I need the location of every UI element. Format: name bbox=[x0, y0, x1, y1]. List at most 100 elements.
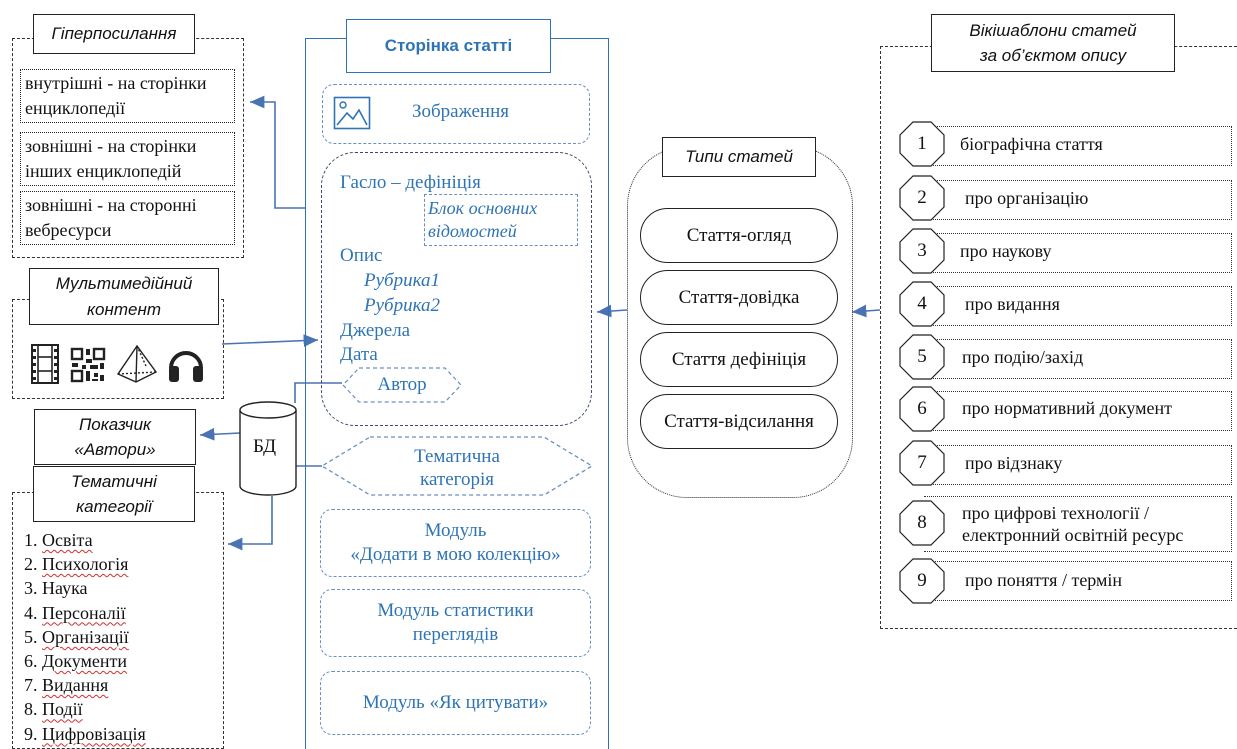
module-cite[interactable]: Модуль «Як цитувати» bbox=[320, 671, 591, 735]
module-statistics: Модуль статистики переглядів bbox=[320, 589, 591, 657]
authors-index-line1: Показчик bbox=[78, 415, 152, 434]
category-item-label: Освіта bbox=[42, 530, 93, 550]
category-item-label: Наука bbox=[42, 578, 88, 599]
template-label-9: про поняття / термін bbox=[965, 570, 1123, 590]
module-stats-line1: Модуль статистики bbox=[377, 600, 534, 621]
module-collection[interactable]: Модуль «Додати в мою колекцію» bbox=[320, 509, 591, 577]
qr-code-icon bbox=[70, 347, 106, 383]
headphones-icon bbox=[169, 351, 203, 382]
category-item: 8. Події bbox=[24, 699, 83, 720]
template-number-label: 2 bbox=[917, 187, 927, 208]
templates-connector bbox=[851, 304, 881, 318]
template-row-box bbox=[924, 339, 1232, 379]
template-number-label: 5 bbox=[917, 346, 927, 367]
category-item-label: Персоналії bbox=[42, 602, 126, 623]
category-line1: Тематична bbox=[414, 446, 500, 467]
template-row-box bbox=[924, 391, 1232, 431]
multimedia-connector bbox=[221, 334, 319, 347]
template-label-4: про видання bbox=[965, 294, 1060, 314]
template-row-box bbox=[924, 445, 1232, 485]
category-item: 2. Психологія bbox=[24, 554, 129, 575]
categories-title-line1: Тематичні bbox=[71, 472, 157, 491]
category-item: 7. Видання bbox=[24, 675, 109, 696]
category-item: 6. Документи bbox=[24, 651, 128, 672]
type-definition: Стаття дефініція bbox=[640, 332, 838, 387]
hyperlinks-title: Гіперпосилання bbox=[33, 14, 195, 54]
template-number-label: 7 bbox=[917, 452, 927, 473]
template-number-9: 9 bbox=[898, 557, 946, 605]
module-collection-line1: Модуль bbox=[424, 520, 487, 541]
db-index-connector bbox=[199, 427, 241, 441]
author-hexagon bbox=[342, 367, 462, 403]
author-label: Автор bbox=[377, 374, 427, 395]
rubric2-label: Рубрика2 bbox=[364, 295, 441, 316]
category-item-label: Організації bbox=[42, 626, 129, 647]
template-number-6: 6 bbox=[898, 385, 946, 433]
category-item-label: Події bbox=[42, 699, 83, 720]
template-row-box bbox=[924, 496, 1232, 552]
template-number-5: 5 bbox=[898, 333, 946, 381]
template-row-box bbox=[924, 286, 1232, 326]
template-label-5: про подію/захід bbox=[962, 347, 1084, 367]
template-number-label: 9 bbox=[917, 570, 927, 591]
category-item: 4. Персоналії bbox=[24, 602, 126, 623]
category-block-label: Тематична категорія bbox=[320, 445, 594, 491]
template-row-box bbox=[924, 561, 1232, 601]
hyperlink-external-web-text: зовнішні - на сторонні вебресурси bbox=[25, 195, 197, 240]
image-block bbox=[322, 84, 590, 144]
rubric1-label: Рубрика1 bbox=[364, 270, 441, 291]
template-label-8: про цифрові технології / електронний осв… bbox=[962, 502, 1183, 546]
pyramid-3d-icon bbox=[116, 344, 158, 383]
author-db-connector bbox=[294, 382, 342, 403]
template-row-box bbox=[924, 233, 1232, 273]
basic-info-block bbox=[424, 194, 578, 246]
template-label-1: біографічна стаття bbox=[960, 134, 1103, 154]
date-label: Дата bbox=[340, 344, 378, 365]
article-page-title: Сторінка статті bbox=[346, 19, 551, 73]
basic-info-line2: відомостей bbox=[428, 221, 517, 241]
image-icon bbox=[333, 96, 371, 130]
templates-title-line1: Вікішаблони статей bbox=[969, 21, 1137, 40]
template-label-8-line2: електронний освітній ресурс bbox=[962, 525, 1184, 545]
template-number-label: 8 bbox=[917, 512, 927, 533]
hyperlink-external-web: зовнішні - на сторонні вебресурси bbox=[20, 191, 235, 245]
template-number-8: 8 bbox=[898, 499, 946, 547]
template-row-box bbox=[924, 126, 1232, 166]
category-item-label: Психологія bbox=[42, 554, 129, 575]
basic-info-label: Блок основних відомостей bbox=[428, 197, 537, 243]
hyperlink-internal: внутрішні - на сторінки енциклопедії bbox=[20, 69, 235, 123]
template-number-4: 4 bbox=[898, 280, 946, 328]
template-number-1: 1 bbox=[898, 120, 946, 168]
article-types-title: Типи статей bbox=[662, 137, 816, 177]
template-number-7: 7 bbox=[898, 439, 946, 487]
template-label-6: про нормативний документ bbox=[962, 398, 1172, 418]
authors-index-line2: «Автори» bbox=[74, 440, 156, 459]
module-stats-line2: переглядів bbox=[412, 624, 499, 645]
template-number-label: 6 bbox=[917, 398, 927, 419]
category-item: 9. Цифровізація bbox=[24, 723, 146, 744]
sources-label: Джерела bbox=[340, 320, 411, 341]
category-item: 3. Наука bbox=[24, 578, 88, 599]
template-number-label: 1 bbox=[917, 133, 927, 154]
categories-title-line2: категорії bbox=[76, 497, 152, 516]
basic-info-line1: Блок основних bbox=[428, 198, 538, 218]
multimedia-title-line1: Мультимедійний bbox=[55, 274, 193, 293]
db-categories-connector bbox=[228, 496, 273, 551]
headword-definition: Гасло – дефініція bbox=[340, 172, 481, 193]
template-number-label: 3 bbox=[917, 240, 927, 261]
multimedia-title-line2: контент bbox=[87, 300, 161, 319]
hyperlink-external-encyclopedias-text: зовнішні - на сторінки інших енциклопеді… bbox=[25, 136, 197, 181]
film-icon bbox=[31, 344, 59, 384]
module-collection-line2: «Додати в мою колекцію» bbox=[350, 544, 561, 565]
category-item-label: Цифровізація bbox=[42, 723, 146, 744]
template-label-3: про наукову bbox=[960, 241, 1052, 261]
category-item: 1. Освіта bbox=[24, 530, 93, 550]
description-label: Опис bbox=[340, 245, 383, 266]
templates-title-line2: за об’єктом опису bbox=[979, 46, 1127, 65]
type-reference: Стаття-довідка bbox=[640, 270, 838, 325]
category-line2: категорія bbox=[420, 469, 494, 490]
category-hexagon bbox=[320, 436, 594, 496]
template-label-7: про відзнаку bbox=[965, 453, 1063, 473]
template-row-box bbox=[924, 180, 1232, 220]
